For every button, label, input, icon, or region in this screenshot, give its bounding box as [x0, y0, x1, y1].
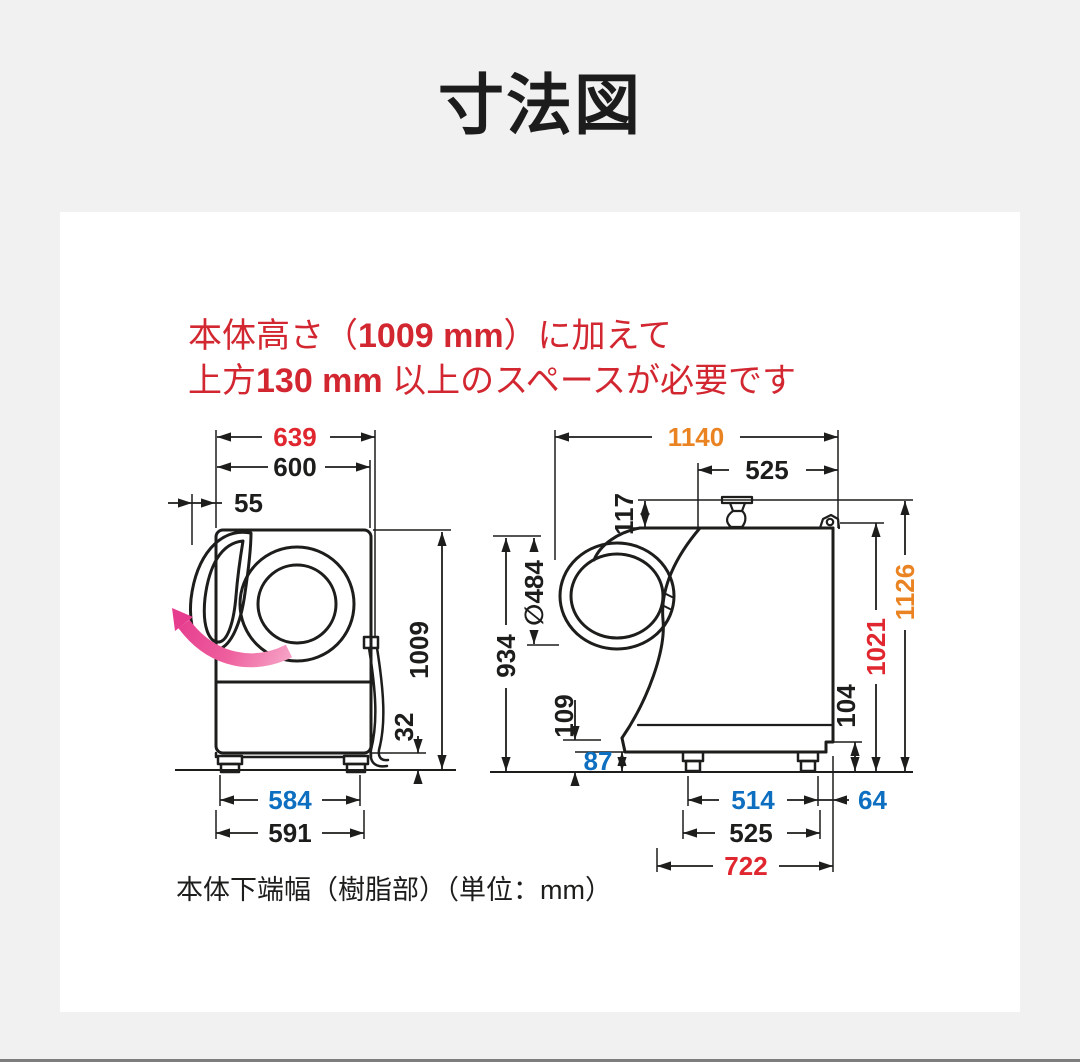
- dim-side-back-height: 1021: [861, 618, 891, 676]
- dim-front-bottom-width: 591: [268, 818, 311, 848]
- door-swing-arrow: [172, 608, 293, 668]
- dim-side-top-depth: 525: [745, 455, 788, 485]
- side-view-dimension-lines: [490, 430, 913, 872]
- dim-side-front-height: 934: [491, 634, 521, 678]
- dim-front-height: 1009: [404, 621, 434, 679]
- clearance-note-line1: 本体高さ（1009 mm）に加えて: [188, 317, 672, 355]
- side-door-inner: [569, 552, 665, 640]
- unit-caption: （単位：mm）: [432, 875, 612, 905]
- water-inlet-valve: [818, 513, 841, 530]
- side-front-corner: [592, 526, 642, 562]
- side-base-bottom: [620, 736, 828, 754]
- side-view-dimension-labels: 1140 525 117 ∅484 934 109 87 104 1021 11…: [491, 422, 920, 881]
- dim-front-base-height: 32: [389, 713, 419, 742]
- side-hinge-ticks: [663, 593, 673, 610]
- dim-side-front-base-height: 109: [549, 694, 579, 737]
- dim-side-bottom-depth: 525: [729, 818, 772, 848]
- dim-side-base-depth: 722: [724, 851, 767, 881]
- side-front-panel-curve: [620, 526, 702, 740]
- side-feet: [681, 750, 820, 773]
- dim-side-feet-span: 514: [731, 785, 775, 815]
- front-door-outer-circle: [238, 545, 356, 663]
- front-open-door-inner: [202, 539, 245, 644]
- dim-front-body-width: 600: [273, 452, 316, 482]
- dim-side-back-offset: 64: [858, 785, 887, 815]
- front-door-inner-circle: [256, 563, 338, 645]
- side-door-outer: [558, 541, 676, 651]
- faucet-icon: [720, 495, 754, 529]
- dim-side-total-height: 1126: [890, 564, 920, 620]
- side-view-drawing: [558, 495, 841, 773]
- front-view-dimension-labels: 639 600 55 1009 32 584 591: [234, 422, 434, 848]
- front-feet: [216, 754, 370, 774]
- dim-side-faucet-height: 117: [609, 493, 639, 535]
- clearance-note-line2: 上方130 mm 以上のスペースが必要です: [188, 362, 797, 400]
- dim-front-door-protrusion: 55: [234, 488, 263, 518]
- page-title: 寸法図: [438, 68, 642, 142]
- bottom-edge-strip: [0, 1059, 1080, 1062]
- bottom-width-caption: 本体下端幅（樹脂部）: [176, 875, 446, 905]
- dim-side-door-diameter: ∅484: [519, 560, 549, 626]
- dim-front-plastic-width: 584: [268, 785, 312, 815]
- front-drain-hose: [362, 635, 390, 768]
- dim-side-plastic-base-height: 87: [584, 746, 613, 776]
- dim-side-total-depth: 1140: [668, 422, 724, 452]
- clearance-note: 本体高さ（1009 mm）に加えて 上方130 mm 以上のスペースが必要です: [188, 314, 796, 404]
- dim-front-total-width: 639: [273, 422, 316, 452]
- front-view-drawing: [189, 528, 390, 774]
- dim-side-back-base-height: 104: [831, 684, 861, 728]
- diagram-card: [60, 212, 1020, 1012]
- side-view-dimension-arrows: [501, 432, 910, 871]
